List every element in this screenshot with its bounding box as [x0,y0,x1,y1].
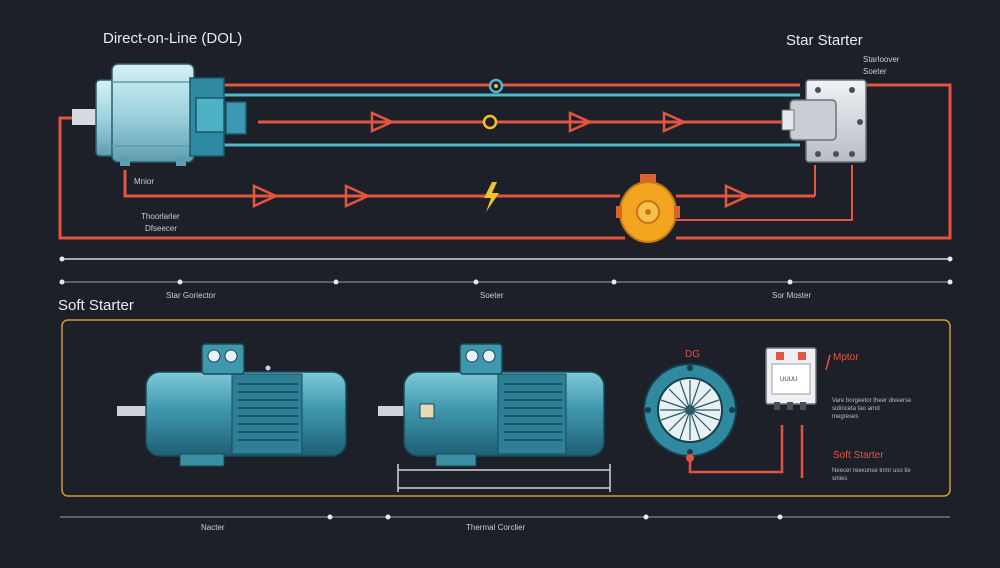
star-sub-label-1: Starloover [863,55,900,64]
arrow-icon [252,184,280,208]
lightning-icon [484,182,499,212]
dol-title: Direct-on-Line (DOL) [103,30,243,47]
power-loop-right [676,83,952,240]
soft-starter-title: Soft Starter [58,297,134,314]
arrow-icon [724,184,752,208]
panel-frame [61,319,951,497]
arrow-icon [344,184,372,208]
power-line-3 [123,170,620,198]
yellow-component-icon [616,174,680,243]
star-starter-contactor-icon [781,79,867,163]
bottom-label-a: Nacter [201,523,225,532]
thermal-label-1: Thoorlarler [141,212,180,221]
dol-small-label: DG [685,349,700,360]
desc-line-2: sutinceta tao arnd [832,406,880,412]
fan-icon [643,363,737,462]
axis-label-c: Sor Moster [772,291,812,300]
star-title: Star Starter [786,32,863,49]
desc-line-4: Neecer reexonse tnmr uso tie [832,468,911,474]
drop-line-2 [676,165,853,221]
arrow-icon [568,111,594,133]
mptor-label: Mptor [833,352,859,363]
thermal-label-2: Dfseecer [145,224,178,233]
top-wiring [58,63,953,285]
motor-2-icon [378,343,611,492]
node-icon [494,84,498,88]
desc-line-3: megreses [832,414,859,420]
motor-1-icon [117,343,347,467]
contactor-unit-label: UUUU [780,377,798,383]
dol-motor-icon [72,63,247,166]
motor-label: Mnior [134,177,155,186]
node-icon [482,114,498,130]
desc-line-1: Vare borgeetor theer diveerse [832,398,912,404]
desc-line-5: sniies [832,476,848,482]
contactor-icon [765,347,817,410]
bottom-label-b: Thermal Corclier [466,523,526,532]
star-sub-label-2: Soeter [863,67,887,76]
soft-starter-label: Soft Starter [833,450,884,461]
arrow-icon [370,111,396,133]
arrow-icon [662,111,688,133]
contactor-wire-1 [688,425,784,474]
soft-starter-panel [61,319,951,497]
axis-label-a: Star Goriector [166,291,216,300]
axis-label-b: Soeter [480,291,504,300]
